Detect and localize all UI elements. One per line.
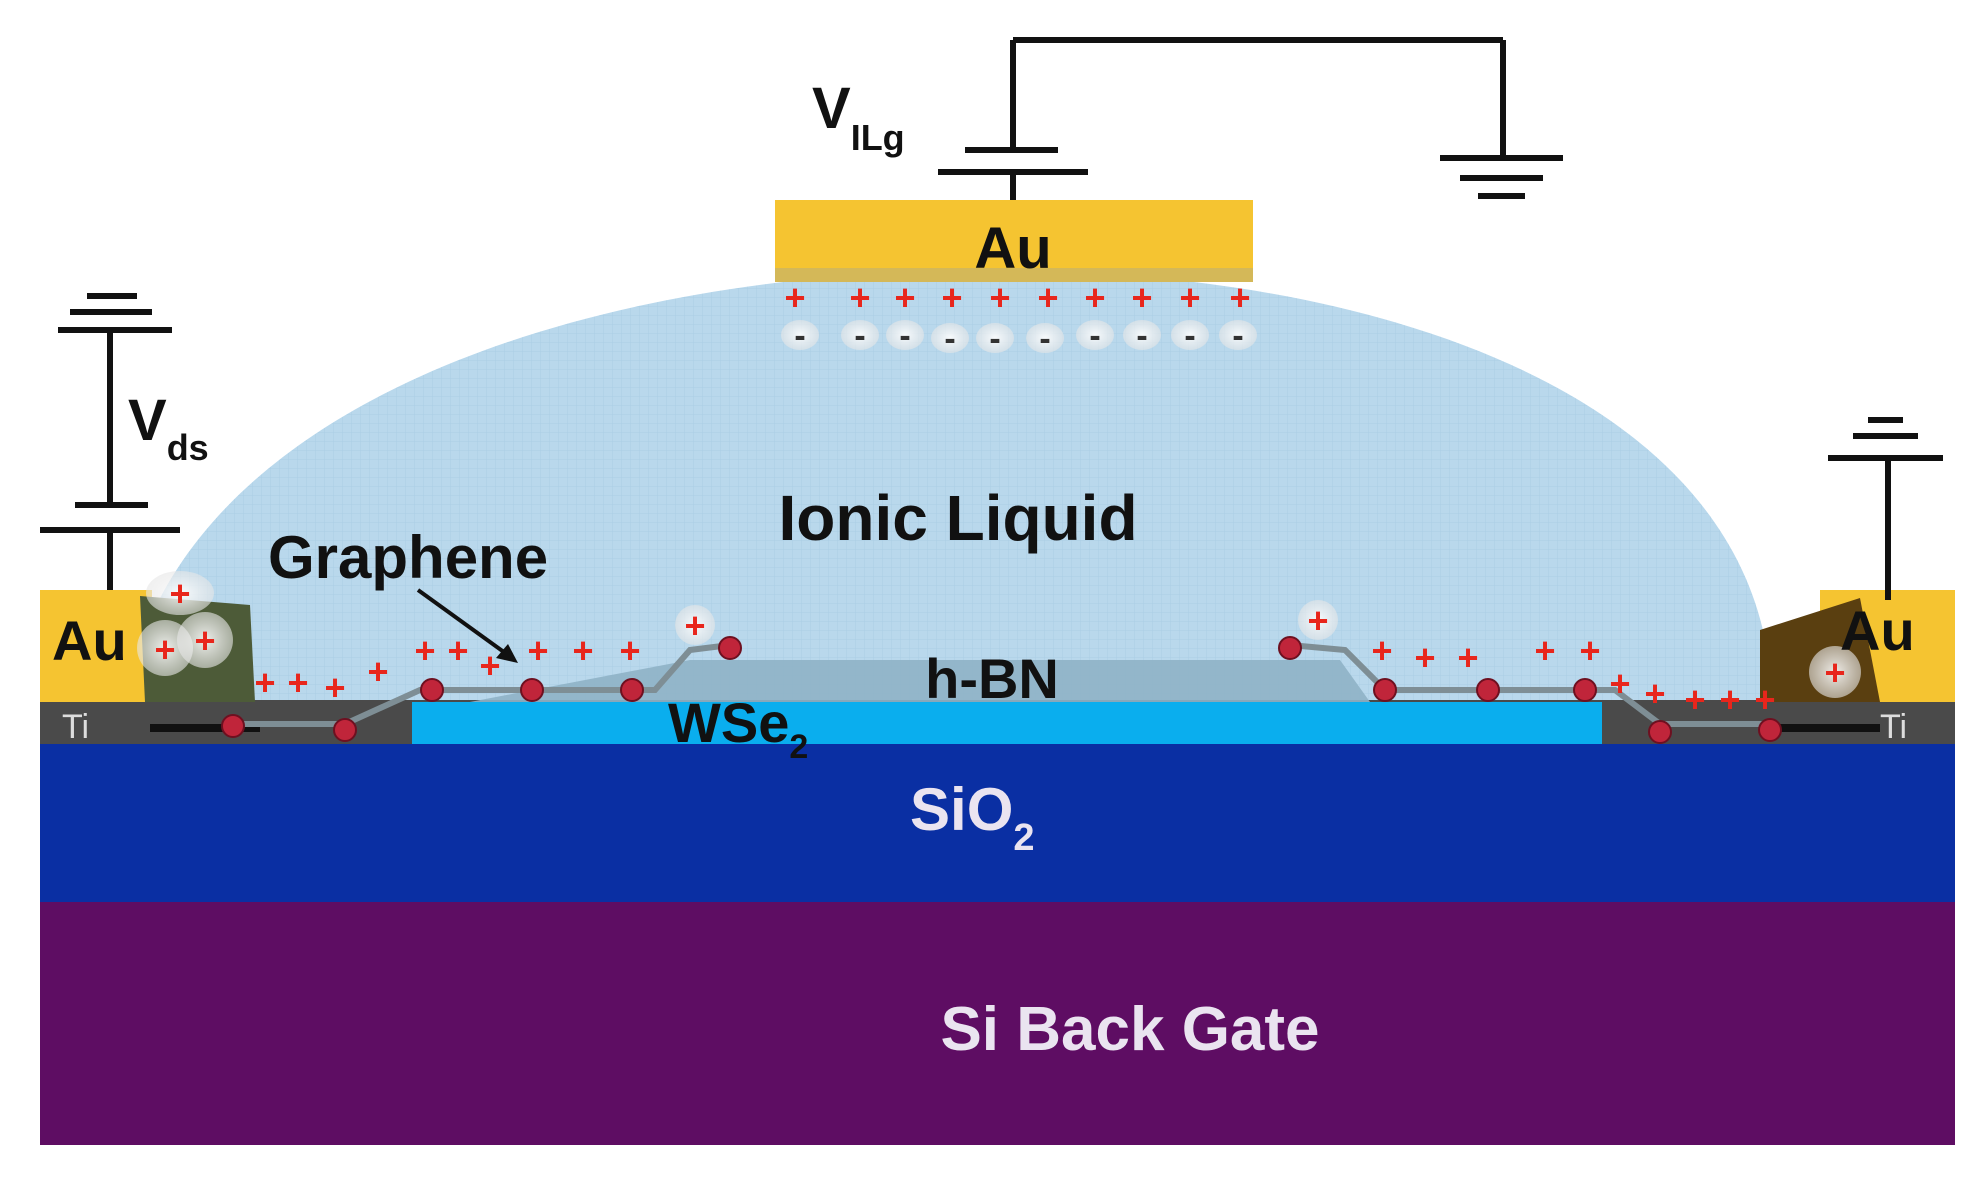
cation: + [1457,637,1478,678]
gate-circuit [938,37,1506,200]
wse2-label: WSe2 [668,691,808,766]
cation: + [1037,277,1058,318]
top-gate-overlap [775,268,1253,282]
cation: + [1371,630,1392,671]
ionic-liquid-label: Ionic Liquid [778,482,1137,554]
gate-voltage-label: VILg [812,76,905,158]
cation: + [324,667,345,708]
drain-circuit [40,293,180,590]
cation: + [1131,277,1152,318]
graphene-pointer-arrow [416,588,518,663]
anion: - [1232,317,1243,355]
anion: - [1039,320,1050,358]
cation: + [1824,652,1845,693]
ground-icon [1440,155,1563,199]
anion: - [1184,317,1195,355]
top-gate-label: Au [974,216,1051,281]
sio2-layer [40,742,1955,902]
anion: - [1089,317,1100,355]
cation: + [941,277,962,318]
cation: + [1719,679,1740,720]
cation: + [194,620,215,661]
cation: + [254,662,275,703]
cation: + [447,630,468,671]
cation: + [849,277,870,318]
electron-dots [221,636,1782,744]
cation: + [1179,277,1200,318]
right-ti-label: Ti [1880,708,1907,746]
cation: + [169,573,190,614]
cation: + [894,277,915,318]
cation: + [527,630,548,671]
drain-voltage-label: Vds [128,388,209,468]
cation: + [1579,630,1600,671]
anion: - [794,317,805,355]
sio2-label: SiO2 [910,776,1035,859]
hbn-layer [470,660,1370,702]
cation: + [1084,277,1105,318]
cation: + [1684,679,1705,720]
cation: + [1754,679,1775,720]
cation: + [287,662,308,703]
cation: + [367,651,388,692]
anion: - [1136,317,1147,355]
back-gate-layer [40,900,1955,1145]
cation: + [479,645,500,686]
cation: + [1307,600,1328,641]
cations: + + + + + + + + + + + + + + + + + + + + … [154,277,1845,720]
anion: - [899,317,910,355]
anion: - [944,320,955,358]
cation: + [1609,663,1630,704]
cation-halos [137,571,1861,698]
cation: + [684,605,705,646]
cation: + [1229,277,1250,318]
cation: + [414,630,435,671]
cation: + [1534,630,1555,671]
hbn-label: h-BN [925,647,1059,710]
anion-halos [781,320,1257,353]
anion: - [854,317,865,355]
anion: - [989,320,1000,358]
left-ti-label: Ti [62,708,89,746]
ionic-liquid-dome [120,270,1772,742]
cation: + [619,630,640,671]
left-contact-label: Au [52,609,127,672]
cation: + [572,630,593,671]
right-ground-icon [1828,417,1943,600]
wse2-layer [412,702,1602,744]
anions: - - - - - - - - - - [794,317,1243,358]
cation: + [784,277,805,318]
cation: + [1414,637,1435,678]
right-contact-label: Au [1840,599,1915,662]
cation: + [154,629,175,670]
cation: + [1644,673,1665,714]
graphene-label: Graphene [268,524,548,591]
cation: + [989,277,1010,318]
back-gate-label: Si Back Gate [940,995,1319,1064]
